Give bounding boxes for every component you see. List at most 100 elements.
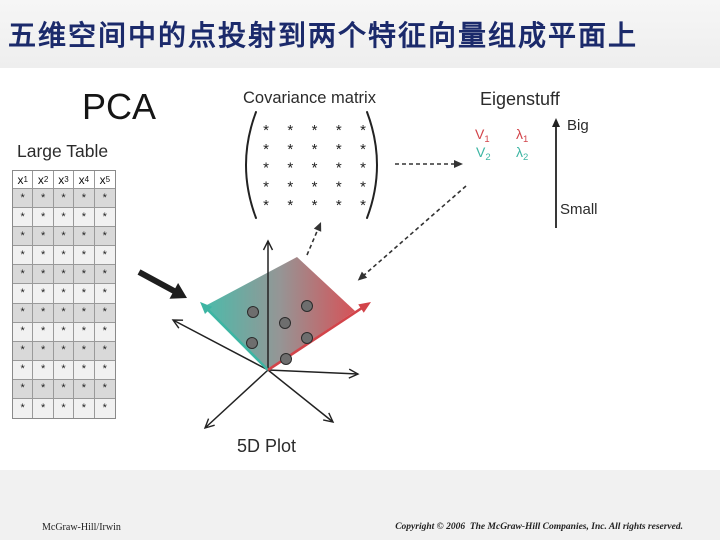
table-cell: * [74, 303, 95, 323]
matrix-entry: * [336, 122, 342, 139]
table-cell: * [33, 246, 54, 266]
table-cell: * [53, 189, 75, 209]
matrix-entry: * [287, 197, 293, 214]
eigenvalue-2-label: λ2 [516, 144, 528, 163]
table-caption: Large Table [17, 141, 108, 161]
table-cell: * [94, 246, 115, 266]
table-cell: * [33, 284, 54, 304]
matrix-entry: * [287, 160, 293, 177]
covariance-entries: ************************* [263, 122, 366, 214]
matrix-entry: * [336, 178, 342, 195]
table-cell: * [33, 341, 54, 361]
table-cell: * [33, 398, 54, 418]
table-cell: * [33, 265, 54, 285]
plot-label: 5D Plot [237, 436, 296, 456]
table-cell: * [13, 379, 34, 399]
axis-down-left [203, 369, 269, 430]
table-cell: * [13, 398, 34, 418]
table-cell: * [33, 208, 54, 228]
table-cell: * [94, 208, 115, 228]
matrix-entry: * [312, 141, 318, 158]
eigenvalue-1-symbol: λ [516, 126, 523, 142]
table-cell: * [13, 208, 34, 228]
table-cell: * [74, 284, 95, 304]
column-variable: x [58, 172, 65, 187]
table-cell: * [13, 303, 34, 323]
table-cell: * [74, 360, 95, 380]
projected-point [279, 317, 291, 329]
slide-title: 五维空间中的点投射到两个特征向量组成平面上 [8, 19, 639, 52]
matrix-entry: * [360, 178, 366, 195]
matrix-entry: * [287, 178, 293, 195]
covariance-label: Covariance matrix [243, 89, 377, 107]
projected-point [301, 332, 313, 344]
projected-point [280, 353, 292, 365]
pca-heading: PCA [82, 86, 156, 127]
table-cell: * [94, 189, 115, 209]
table-cell: * [53, 341, 75, 361]
column-variable: x [17, 172, 24, 187]
matrix-entry: * [360, 122, 366, 139]
eigenvector-1-label: V1 [475, 126, 490, 145]
eigenvector-1-index: 1 [484, 134, 489, 145]
table-cell: * [74, 208, 95, 228]
table-cell: * [33, 189, 54, 209]
eigenvector-1-symbol: V [475, 126, 485, 142]
table-cell: * [13, 284, 34, 304]
matrix-entry: * [263, 178, 269, 195]
table-cell: * [53, 398, 75, 418]
table-cell: * [13, 360, 34, 380]
eigenvector-2-arrow [200, 301, 269, 371]
table-cell: * [74, 227, 95, 247]
table-cell: * [74, 265, 95, 285]
matrix-entry: * [263, 141, 269, 158]
table-cell: * [53, 360, 75, 380]
table-cell: * [53, 284, 75, 304]
matrix-entry: * [336, 160, 342, 177]
table-cell: * [33, 379, 54, 399]
table-cell: * [74, 246, 95, 266]
matrix-entry: * [287, 141, 293, 158]
axis-left [171, 319, 269, 371]
eigenvector-2-index: 2 [485, 152, 490, 163]
column-variable: x [78, 172, 85, 187]
eigenvalue-1-label: λ1 [516, 126, 528, 145]
matrix-entry: * [263, 197, 269, 214]
table-cell: * [33, 227, 54, 247]
diagram-canvas [0, 68, 720, 470]
table-cell: * [13, 227, 34, 247]
title-bar [0, 0, 720, 68]
footer-publisher: McGraw-Hill/Irwin [42, 522, 121, 533]
table-cell: * [94, 284, 115, 304]
matrix-entry: * [312, 178, 318, 195]
column-variable: x [37, 172, 44, 187]
plot-to-matrix-arrow [306, 221, 322, 256]
matrix-entry: * [360, 197, 366, 214]
matrix-right-bracket [366, 111, 378, 219]
matrix-entry: * [360, 160, 366, 177]
table-cell: * [94, 303, 115, 323]
table-cell: * [33, 303, 54, 323]
eigenvalue-1-index: 1 [523, 134, 528, 145]
projected-point [247, 306, 259, 318]
table-cell: * [33, 360, 54, 380]
footer-copyright: Copyright © 2006 The McGraw-Hill Compani… [395, 522, 683, 532]
table-cell: * [53, 265, 75, 285]
matrix-entry: * [263, 122, 269, 139]
eigenvector-2-symbol: V [476, 144, 486, 160]
matrix-entry: * [336, 141, 342, 158]
table-cell: * [74, 189, 95, 209]
axis-down-right [267, 369, 335, 423]
column-variable: x [99, 172, 106, 187]
table-cell: * [13, 189, 34, 209]
table-cell: * [94, 360, 115, 380]
table-cell: * [74, 398, 95, 418]
table-cell: * [94, 379, 115, 399]
table-cell: * [53, 379, 75, 399]
